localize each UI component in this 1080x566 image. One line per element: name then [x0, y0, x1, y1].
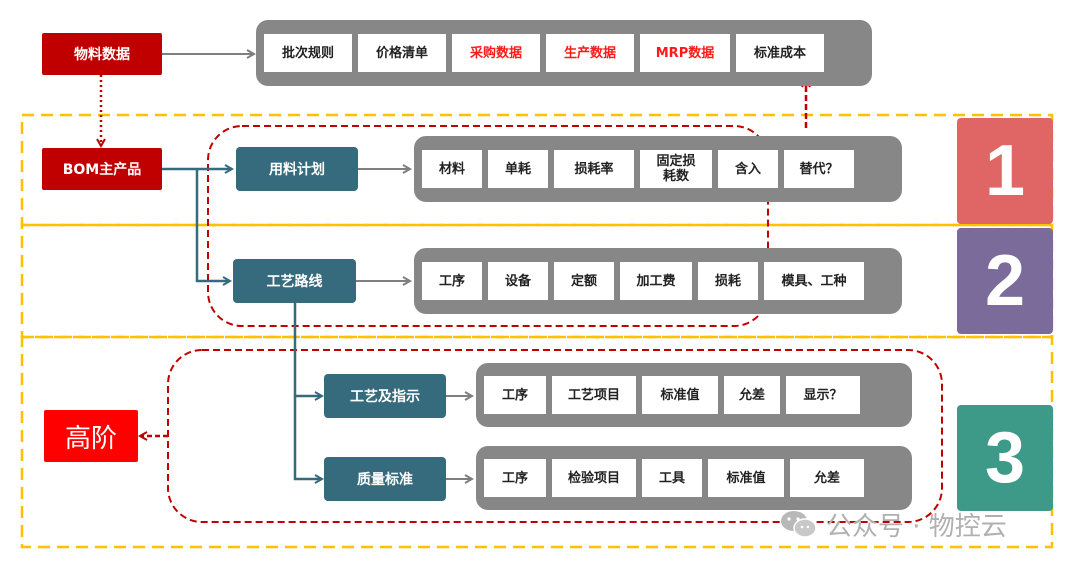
quality-bar-cell[interactable]: 工序 [484, 459, 546, 497]
section-frame-3 [20, 335, 1054, 549]
material-plan-bar-cell[interactable]: 固定损 耗数 [640, 150, 712, 188]
node-advanced[interactable]: 高阶 [44, 410, 138, 462]
node-material-data[interactable]: 物料数据 [42, 33, 162, 75]
watermark: 公众号 · 物控云 [780, 504, 1060, 544]
routing-bar: 工序设备定额加工费损耗模具、工种 [414, 248, 902, 314]
routing-bar-cell[interactable]: 加工费 [620, 262, 692, 300]
material-plan-bar-cell[interactable]: 材料 [422, 150, 482, 188]
quality-bar-cell[interactable]: 允差 [790, 459, 864, 497]
quality-bar-cell[interactable]: 标准值 [708, 459, 784, 497]
node-routing[interactable]: 工艺路线 [233, 259, 356, 303]
material-plan-bar-cell[interactable]: 单耗 [488, 150, 548, 188]
material-plan-bar-cell[interactable]: 损耗率 [554, 150, 634, 188]
quality-standard-bar: 工序检验项目工具标准值允差 [476, 446, 912, 510]
top-bar-cell[interactable]: 采购数据 [452, 34, 540, 72]
top-bar-cell[interactable]: 价格清单 [358, 34, 446, 72]
routing-bar-cell[interactable]: 工序 [422, 262, 482, 300]
section-badge-3: 3 [957, 405, 1053, 511]
section-badge-1: 1 [957, 118, 1053, 224]
top-bar-cell[interactable]: 批次规则 [264, 34, 352, 72]
top-bar-cell[interactable]: 生产数据 [546, 34, 634, 72]
process-bar-cell[interactable]: 工序 [484, 376, 546, 414]
routing-bar-cell[interactable]: 模具、工种 [764, 262, 864, 300]
section-badge-2: 2 [957, 228, 1053, 334]
top-bar-cell[interactable]: 标准成本 [736, 34, 824, 72]
material-plan-bar-cell[interactable]: 含入 [718, 150, 778, 188]
material-plan-bar: 材料单耗损耗率固定损 耗数含入替代？ [414, 136, 902, 202]
arrow-routing-to-quality [293, 396, 322, 479]
top-bar-cell[interactable]: MRP数据 [640, 34, 730, 72]
node-quality-standard[interactable]: 质量标准 [324, 457, 446, 501]
process-bar-cell[interactable]: 显示？ [786, 376, 860, 414]
routing-bar-cell[interactable]: 设备 [488, 262, 548, 300]
node-bom-main-product[interactable]: BOM主产品 [42, 148, 162, 190]
node-material-plan[interactable]: 用料计划 [236, 147, 358, 191]
process-bar-cell[interactable]: 工艺项目 [552, 376, 636, 414]
wechat-icon [781, 511, 817, 538]
material-plan-bar-cell[interactable]: 替代？ [784, 150, 854, 188]
watermark-text: 公众号 · 物控云 [826, 511, 1007, 542]
process-bar-cell[interactable]: 允差 [724, 376, 780, 414]
process-instruction-bar: 工序工艺项目标准值允差显示？ [476, 363, 912, 427]
group-frame-plan-routing [207, 125, 769, 327]
process-bar-cell[interactable]: 标准值 [642, 376, 718, 414]
routing-bar-cell[interactable]: 定额 [554, 262, 614, 300]
routing-bar-cell[interactable]: 损耗 [698, 262, 758, 300]
quality-bar-cell[interactable]: 检验项目 [552, 459, 636, 497]
quality-bar-cell[interactable]: 工具 [642, 459, 702, 497]
node-process-instruction[interactable]: 工艺及指示 [324, 374, 446, 418]
arrow-bom-to-routing [195, 169, 230, 281]
